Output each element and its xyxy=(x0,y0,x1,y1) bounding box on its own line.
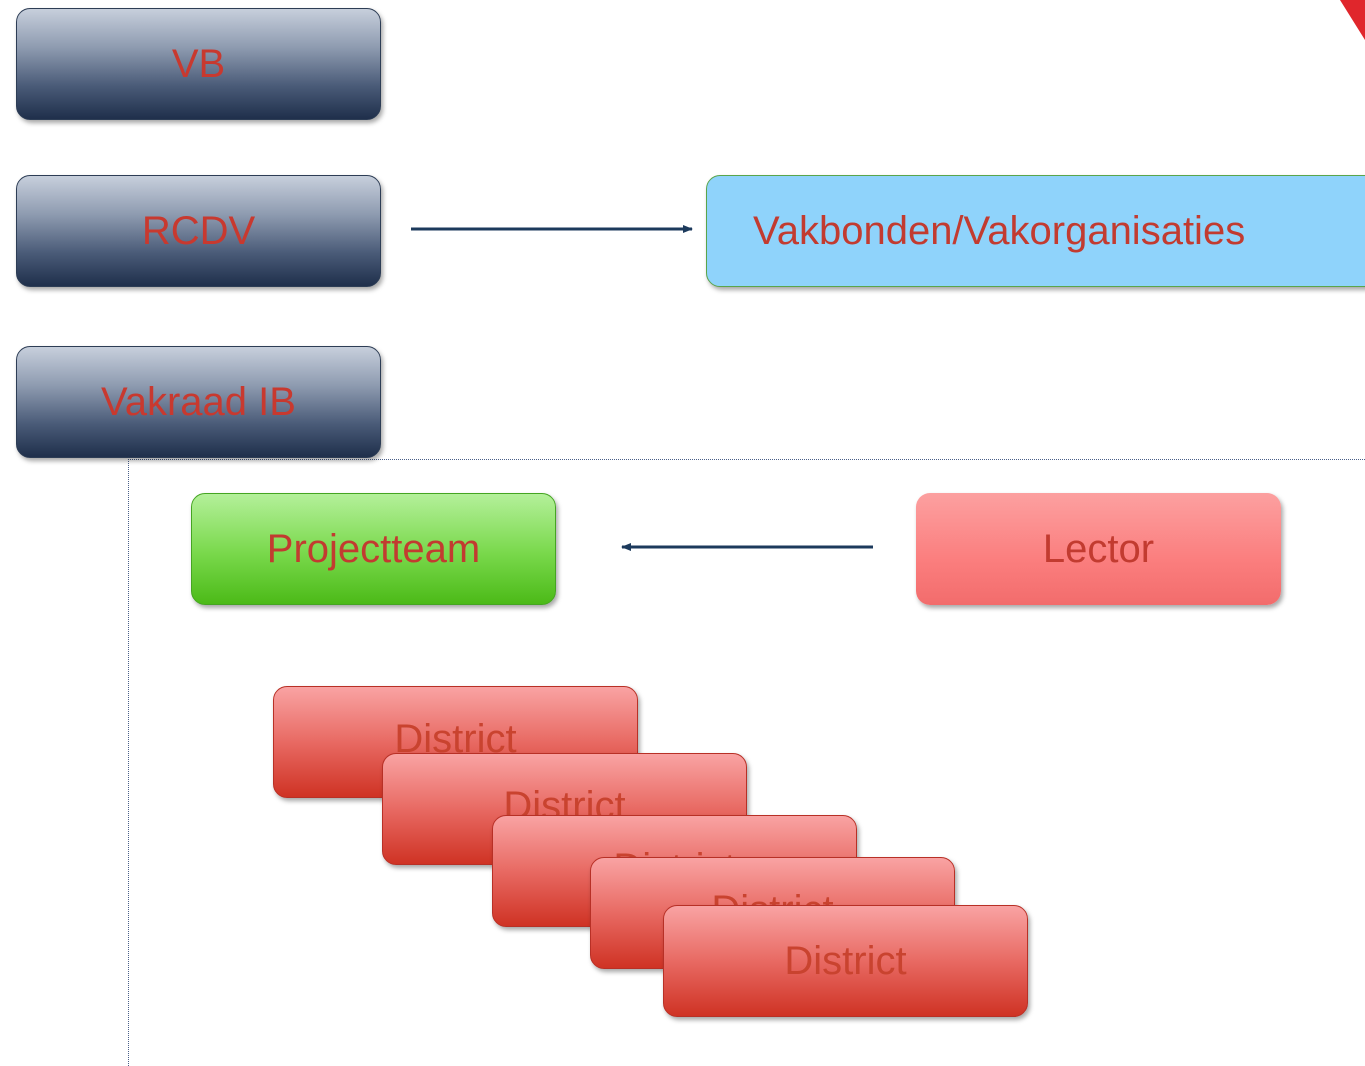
node-vakbonden: Vakbonden/Vakorganisaties xyxy=(706,175,1365,287)
node-rcdv-label: RCDV xyxy=(141,208,256,253)
node-vb: VB xyxy=(16,8,381,120)
node-vakbonden-label: Vakbonden/Vakorganisaties xyxy=(753,208,1246,253)
node-projectteam-label: Projectteam xyxy=(266,526,481,571)
node-vb-label: VB xyxy=(171,41,226,86)
node-vakraad-ib-label: Vakraad IB xyxy=(101,379,296,424)
corner-accent-shape xyxy=(1340,0,1365,40)
node-lector-label: Lector xyxy=(1042,526,1155,571)
node-projectteam: Projectteam xyxy=(191,493,556,605)
node-lector: Lector xyxy=(916,493,1281,605)
node-district-5-label: District xyxy=(784,938,907,983)
node-district-5: District xyxy=(663,905,1028,1017)
dotted-grouping-border xyxy=(128,459,1365,1066)
node-rcdv: RCDV xyxy=(16,175,381,287)
node-vakraad-ib: Vakraad IB xyxy=(16,346,381,458)
